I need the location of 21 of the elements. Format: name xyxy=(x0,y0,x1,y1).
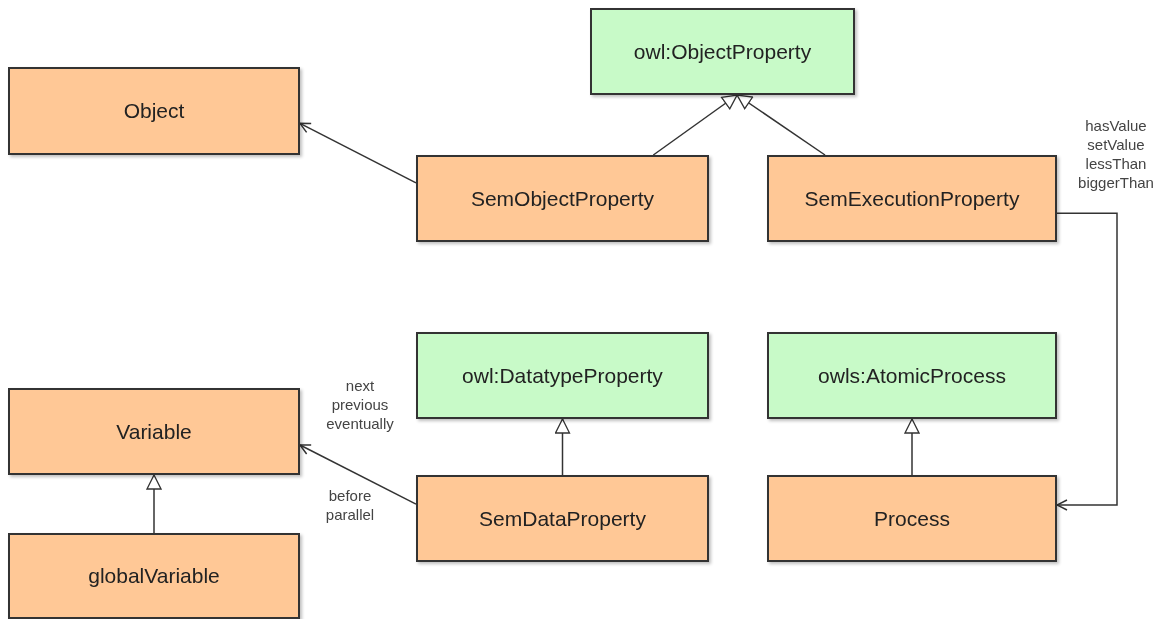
inheritance-arrow xyxy=(736,94,826,156)
class-box: owls:AtomicProcess xyxy=(767,332,1057,419)
arrow xyxy=(299,122,417,184)
arrow xyxy=(1056,212,1118,511)
class-box: SemObjectProperty xyxy=(416,155,709,242)
inheritance-arrow xyxy=(904,418,920,476)
inheritance-arrow xyxy=(146,474,162,534)
annotation-text: before parallel xyxy=(324,486,376,524)
class-box: owl:ObjectProperty xyxy=(590,8,855,95)
class-box: Object xyxy=(8,67,300,155)
class-box: Variable xyxy=(8,388,300,475)
edge-label: next previous eventually xyxy=(325,376,395,433)
edge-label: hasValue setValue lessThan biggerThan xyxy=(1077,116,1155,192)
class-box: Process xyxy=(767,475,1057,562)
inheritance-arrow xyxy=(554,418,571,476)
class-box: SemDataProperty xyxy=(416,475,709,562)
arrow xyxy=(299,444,417,505)
class-box: globalVariable xyxy=(8,533,300,619)
inheritance-arrow xyxy=(652,94,738,156)
class-box: SemExecutionProperty xyxy=(767,155,1057,242)
class-box: owl:DatatypeProperty xyxy=(416,332,709,419)
